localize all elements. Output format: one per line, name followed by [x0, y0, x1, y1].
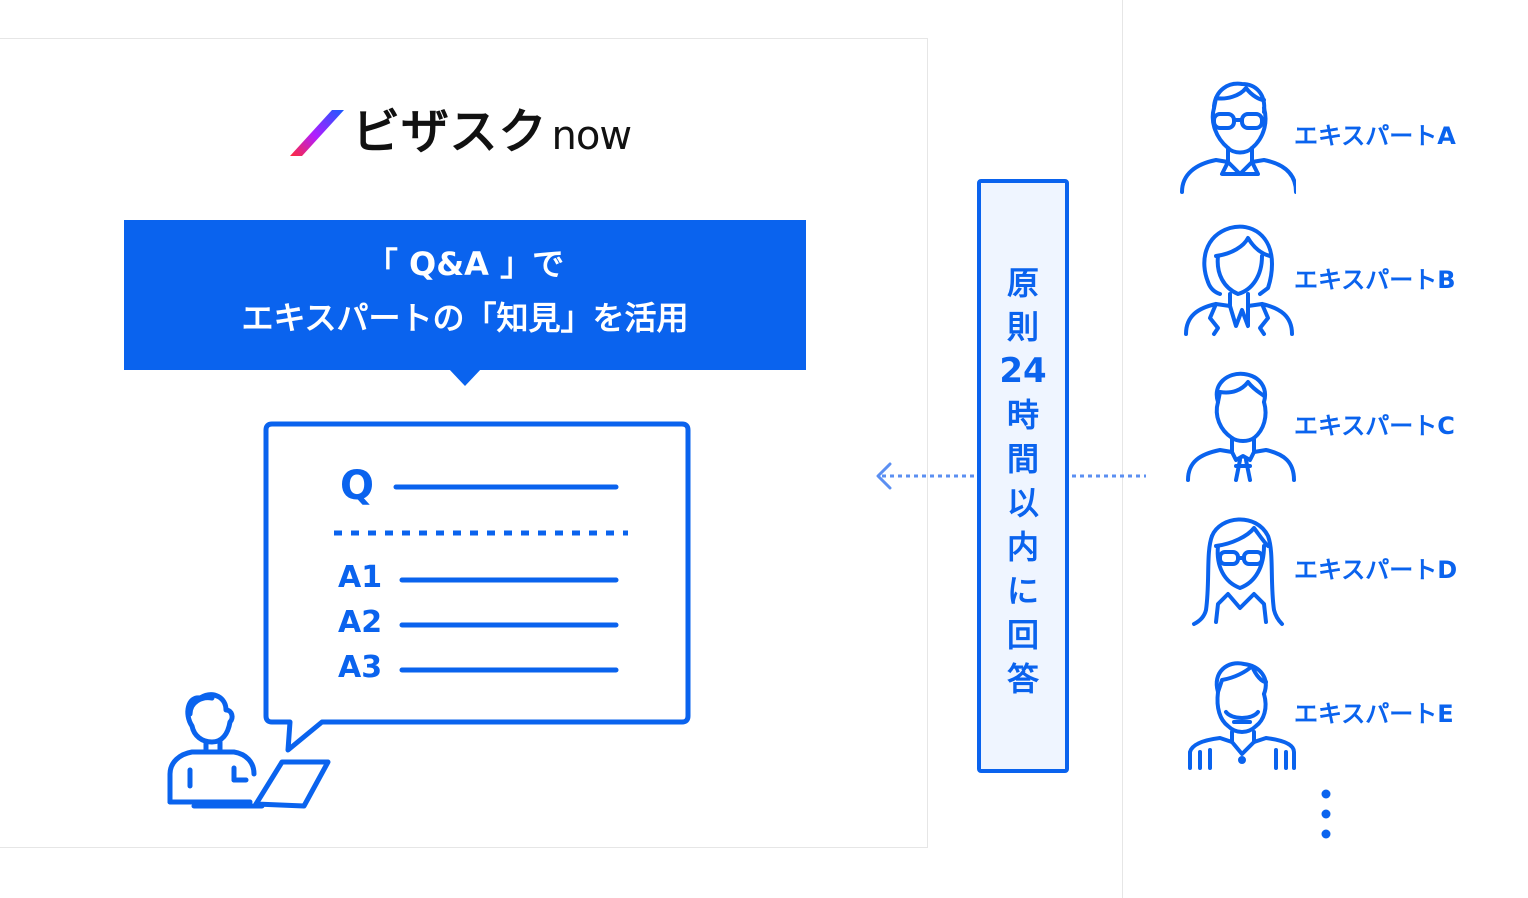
expert-label-a: エキスパートA	[1294, 121, 1456, 150]
response-time-char: 則	[1006, 308, 1039, 346]
qa-card-illustration	[167, 421, 691, 809]
expert-man-tie-icon	[1186, 371, 1296, 482]
banner-title-line-1: 「 Q&A 」で	[365, 245, 565, 283]
expert-label-c: エキスパートC	[1294, 411, 1455, 440]
response-time-box: 原 則 24 時 間 以 内 に 回 答	[977, 179, 1069, 773]
response-time-char: 24	[999, 351, 1047, 391]
question-label: Q	[340, 463, 375, 509]
expert-item-e: エキスパートE	[1176, 656, 1496, 776]
user-laptop-icon	[167, 692, 331, 809]
expert-label-d: エキスパートD	[1294, 555, 1458, 584]
logo-wordmark: ビザスク	[352, 104, 548, 160]
response-time-char: 間	[1006, 440, 1039, 478]
expert-item-d: エキスパートD	[1176, 512, 1496, 632]
bizasuku-now-logo: ビザスク now	[288, 100, 633, 160]
response-time-char: 回	[1006, 616, 1039, 654]
response-arrow	[876, 462, 1146, 490]
qa-speech-bubble	[263, 421, 691, 753]
expert-label-b: エキスパートB	[1294, 265, 1456, 294]
response-time-char: 以	[1006, 484, 1039, 522]
response-time-char: 原	[1006, 264, 1039, 302]
response-time-char: に	[1006, 572, 1039, 610]
answer-label-3: A3	[338, 650, 383, 685]
more-experts-ellipsis-icon	[1321, 789, 1331, 839]
response-time-char: 時	[1006, 396, 1039, 434]
expert-item-c: エキスパートC	[1176, 368, 1496, 488]
expert-woman-glasses-icon	[1192, 517, 1284, 626]
banner-pointer	[448, 368, 482, 386]
expert-woman-icon	[1184, 224, 1294, 336]
expert-item-b: エキスパートB	[1176, 222, 1496, 342]
arrow-head-icon	[876, 462, 892, 490]
logo-slash-icon	[290, 110, 344, 156]
answer-label-1: A1	[338, 560, 383, 595]
expert-glasses-man-icon	[1180, 81, 1296, 194]
expert-label-e: エキスパートE	[1294, 699, 1454, 728]
headline-banner: 「 Q&A 」で エキスパートの「知見」を活用	[124, 220, 806, 370]
response-time-char: 内	[1006, 528, 1039, 566]
expert-item-a: エキスパートA	[1176, 78, 1496, 198]
banner-title-line-2: エキスパートの「知見」を活用	[241, 299, 689, 337]
response-time-text: 原 則 24 時 間 以 内 に 回 答	[981, 261, 1065, 701]
expert-bearded-man-icon	[1188, 661, 1296, 770]
answer-label-2: A2	[338, 605, 383, 640]
logo-suffix: now	[551, 113, 633, 159]
response-time-char: 答	[1006, 660, 1039, 698]
